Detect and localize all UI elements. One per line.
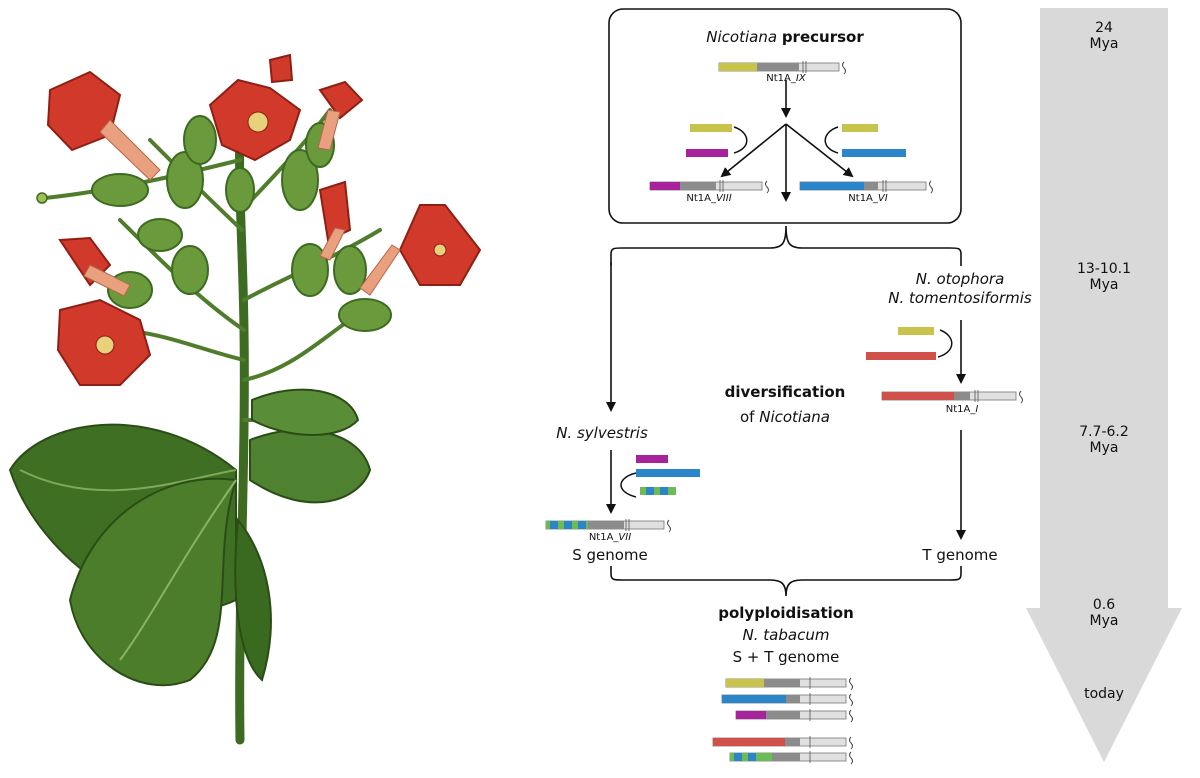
segment-yellow-right [842, 124, 878, 132]
timeline-value: 7.7-6.2 [1079, 424, 1129, 440]
polyploidisation-brace [610, 566, 962, 597]
gene-nt1a-vi [799, 180, 933, 194]
precursor-title: Nicotiana precursor [660, 28, 910, 46]
segment-blue-green-s [640, 487, 676, 495]
diversification-genus: Nicotiana [759, 408, 830, 426]
segment-yellow-left [690, 124, 732, 132]
timeline-unit: Mya [1089, 440, 1119, 456]
diversification-subtitle: of Nicotiana [700, 408, 870, 426]
timeline-value: 13-10.1 [1076, 261, 1132, 277]
label-nt1a-vi: Nt1A_VI [828, 193, 908, 205]
label-nt1a-viii-num: VIII [715, 193, 732, 204]
label-nt1a-vii-num: VII [618, 532, 632, 543]
timeline-label-06: 0.6 Mya [1064, 597, 1144, 629]
species-tomentosiformis: N. tomentosiformis [888, 289, 1032, 307]
species-otophora: N. otophora [915, 270, 1005, 288]
label-nt1a-vi-num: VI [877, 193, 888, 204]
precursor-word: precursor [781, 28, 864, 46]
timeline-label-13: 13-10.1 Mya [1064, 261, 1144, 293]
timeline-label-24: 24 Mya [1064, 20, 1144, 52]
timeline-unit: Mya [1089, 613, 1119, 629]
label-nt1a-ix: Nt1A_IX [746, 73, 826, 85]
diversification-title: diversification [724, 383, 846, 401]
st-genome-label: S + T genome [732, 648, 840, 666]
timeline-label-today: today [1064, 686, 1144, 702]
label-nt1a-i-num: I [975, 404, 979, 415]
segment-blue-s [636, 469, 700, 477]
label-nt1a-vii: Nt1A_VII [570, 532, 650, 544]
precursor-genus: Nicotiana [706, 28, 778, 46]
label-nt1a-ix-num: IX [795, 73, 806, 84]
timeline-unit: Mya [1089, 36, 1119, 52]
timeline-arrow [1026, 8, 1182, 762]
label-nt1a-vi-base: Nt1A_ [848, 193, 878, 204]
tabacum-gene-stack [712, 677, 853, 765]
label-nt1a-vii-base: Nt1A_ [588, 532, 619, 543]
segment-yellow-t [898, 327, 934, 335]
timeline-unit: Mya [1089, 277, 1119, 293]
gene-nt1a-viii [649, 180, 769, 194]
polyploidisation-title: polyploidisation [718, 604, 854, 622]
segment-blue [842, 149, 906, 157]
label-nt1a-viii: Nt1A_VIII [664, 193, 754, 205]
t-genome-label: T genome [922, 546, 998, 564]
gene-nt1a-i [881, 390, 1023, 404]
label-nt1a-i-base: Nt1A_ [945, 404, 976, 415]
tobacco-plant-illustration [8, 53, 482, 745]
label-nt1a-i: Nt1A_I [922, 404, 1002, 416]
species-tabacum: N. tabacum [742, 626, 830, 644]
segment-magenta-s [636, 455, 668, 463]
label-nt1a-ix-base: Nt1A_ [766, 73, 796, 84]
gene-nt1a-vii [545, 519, 671, 533]
species-sylvestris: N. sylvestris [556, 424, 648, 442]
timeline-label-7: 7.7-6.2 Mya [1064, 424, 1144, 456]
timeline-value: 24 [1095, 20, 1113, 36]
timeline-value: today [1084, 686, 1124, 702]
segment-magenta [686, 149, 728, 157]
gene-nt1a-ix [718, 61, 846, 75]
diversification-brace [610, 225, 962, 266]
precursor-box [608, 8, 962, 224]
s-genome-label: S genome [572, 546, 648, 564]
diversification-of: of [740, 408, 760, 426]
label-nt1a-viii-base: Nt1A_ [686, 193, 716, 204]
segment-red-t [866, 352, 936, 360]
timeline-value: 0.6 [1092, 597, 1116, 613]
